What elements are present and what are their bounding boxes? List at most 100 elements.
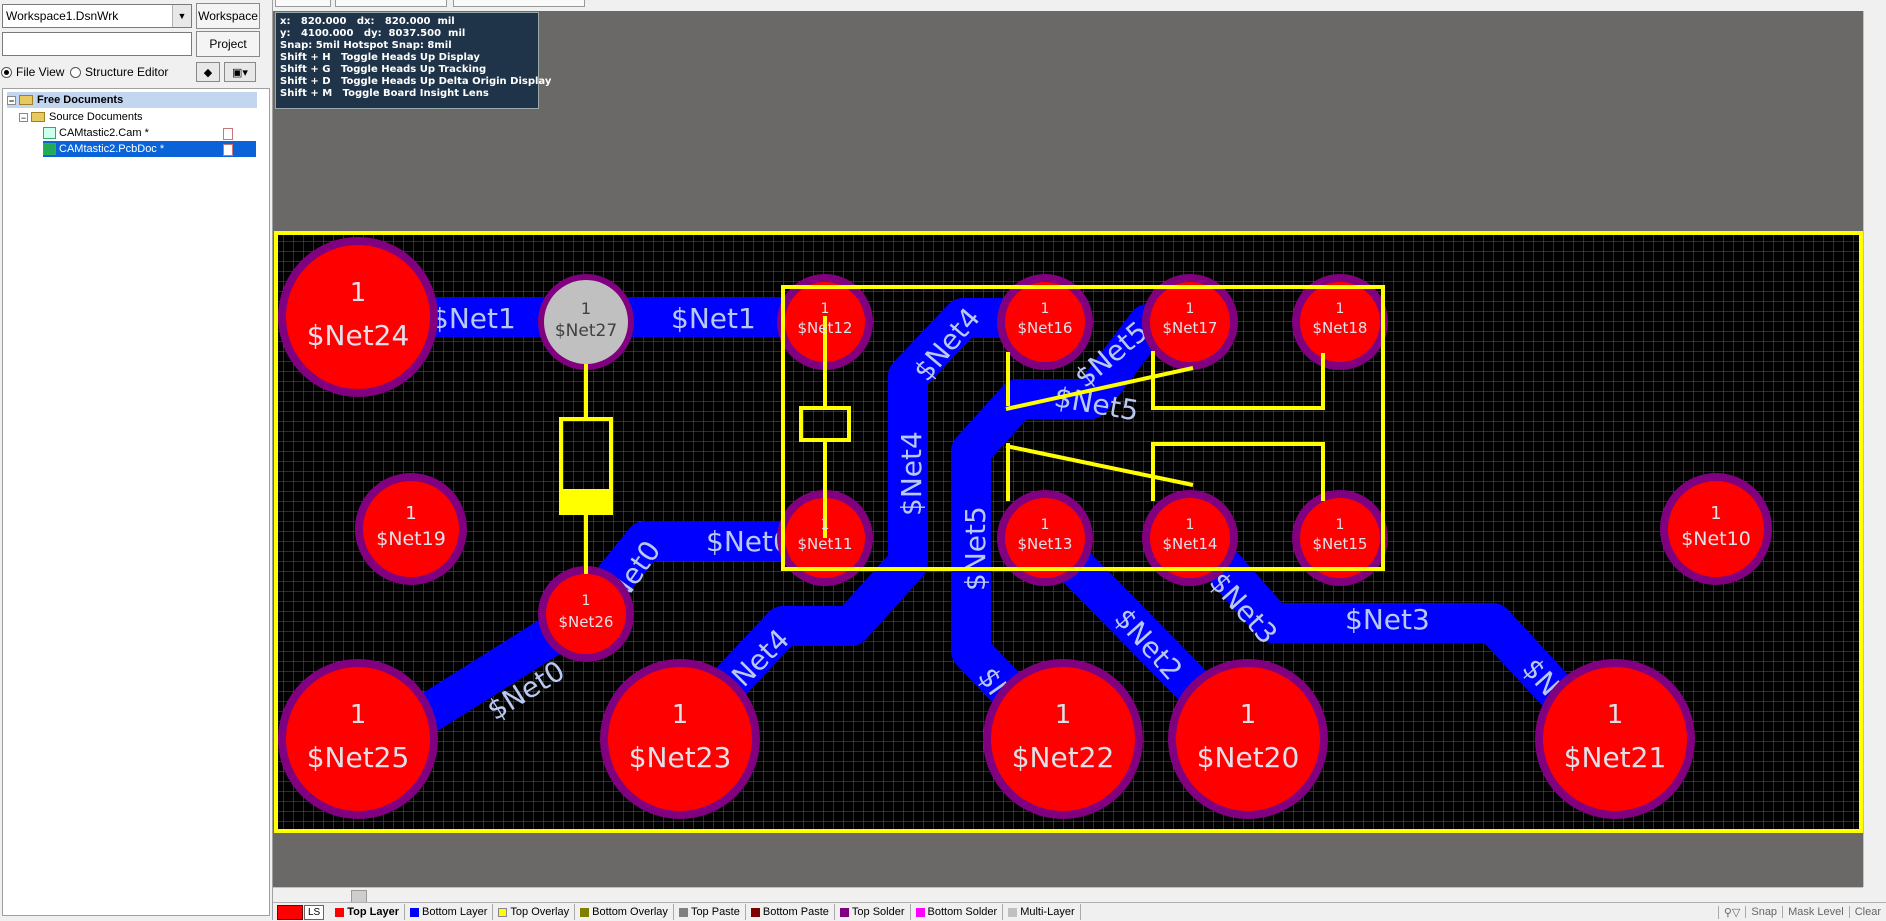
layer-tab-top-overlay[interactable]: Top Overlay bbox=[493, 904, 576, 920]
pad-net-label: $Net14 bbox=[1163, 535, 1218, 553]
layer-color-swatch bbox=[839, 907, 849, 917]
pad-net25[interactable] bbox=[286, 667, 430, 811]
pad-net27[interactable] bbox=[544, 280, 628, 364]
pad-pin-label: 1 bbox=[582, 593, 591, 609]
pad-net-label: $Net20 bbox=[1197, 741, 1300, 774]
tree-item-source-documents[interactable]: − Source Documents bbox=[19, 109, 143, 125]
pad-net-label: $Net21 bbox=[1564, 741, 1667, 774]
structure-editor-label: Structure Editor bbox=[85, 65, 169, 79]
heads-up-display: x: 820.000 dx: 820.000 mil y: 4100.000 d… bbox=[275, 12, 551, 109]
collapse-icon[interactable]: − bbox=[7, 95, 16, 106]
pad-pin-label: 1 bbox=[821, 517, 830, 533]
pad-net-label: $Net24 bbox=[307, 319, 410, 352]
file-view-label: File View bbox=[16, 65, 65, 79]
document-tab[interactable] bbox=[275, 0, 331, 7]
mask-level-button[interactable]: Mask Level bbox=[1782, 906, 1849, 918]
layer-color-swatch bbox=[915, 907, 925, 917]
pad-pin-label: 1 bbox=[1336, 517, 1345, 533]
collapse-icon[interactable]: − bbox=[19, 112, 28, 123]
layer-tab-top-paste[interactable]: Top Paste bbox=[674, 904, 746, 920]
pad-net13[interactable] bbox=[1005, 498, 1085, 578]
project-button[interactable]: Project bbox=[196, 31, 260, 57]
layer-tab-label: Top Paste bbox=[690, 906, 740, 918]
pad-net17[interactable] bbox=[1150, 282, 1230, 362]
pad-net-label: $Net27 bbox=[555, 321, 617, 341]
trace-label-net4-vertical: $Net4 bbox=[895, 431, 928, 516]
tree-item-cam-file[interactable]: CAMtastic2.Cam * bbox=[43, 125, 149, 141]
overlay-relay-outline bbox=[781, 285, 1385, 571]
layer-color-swatch bbox=[410, 907, 419, 917]
pad-net-label: $Net12 bbox=[798, 319, 853, 337]
tree-item-pcb-file[interactable]: CAMtastic2.PcbDoc * bbox=[43, 141, 256, 157]
layer-tab-label: Bottom Layer bbox=[422, 906, 488, 918]
layer-tab-bottom-layer[interactable]: Bottom Layer bbox=[405, 904, 494, 920]
document-tab[interactable] bbox=[453, 0, 585, 7]
layer-color-swatch bbox=[335, 907, 345, 917]
layer-tab-label: Bottom Solder bbox=[927, 906, 998, 918]
layer-tab-bottom-solder[interactable]: Bottom Solder bbox=[911, 904, 1004, 920]
pad-net-label: $Net22 bbox=[1012, 741, 1115, 774]
chevron-down-icon[interactable]: ▼ bbox=[172, 5, 191, 27]
pad-net22[interactable] bbox=[991, 667, 1135, 811]
layer-tab-top-solder[interactable]: Top Solder bbox=[835, 904, 911, 920]
pad-net19[interactable] bbox=[363, 481, 459, 577]
trace-label-net5-vertical: $Net5 bbox=[959, 506, 992, 591]
pad-net-label: $Net11 bbox=[798, 535, 853, 553]
pad-net21[interactable] bbox=[1543, 667, 1687, 811]
tree-label-pcb-file: CAMtastic2.PcbDoc * bbox=[59, 143, 165, 155]
workspace-button[interactable]: Workspace bbox=[196, 3, 260, 29]
layer-tab-bottom-paste[interactable]: Bottom Paste bbox=[746, 904, 835, 920]
folder-open-icon[interactable]: ▣▾ bbox=[224, 62, 256, 82]
document-tab[interactable] bbox=[335, 0, 447, 7]
layer-tab-multi-layer[interactable]: Multi-Layer bbox=[1003, 904, 1081, 920]
clear-button[interactable]: Clear bbox=[1848, 906, 1886, 918]
pads-layer bbox=[278, 237, 1772, 819]
layer-tab-label: Top Overlay bbox=[510, 906, 570, 918]
pad-net18[interactable] bbox=[1300, 282, 1380, 362]
pcb-document-icon bbox=[43, 143, 56, 155]
radio-unselected-icon[interactable] bbox=[70, 66, 81, 78]
layer-color-swatch bbox=[678, 907, 688, 917]
modified-flag-icon bbox=[223, 144, 233, 156]
horizontal-scrollbar[interactable] bbox=[273, 887, 1863, 903]
trace-net4[interactable] bbox=[655, 298, 1068, 761]
layers-icon[interactable]: ◆ bbox=[196, 62, 220, 82]
pcb-board-canvas[interactable]: $Net1 $Net1 $Net0 $Net0 $Net0 $Net4 $Net… bbox=[273, 11, 1863, 887]
pad-net-label: $Net10 bbox=[1681, 528, 1751, 550]
vertical-scrollbar[interactable] bbox=[1863, 11, 1886, 887]
pad-net14[interactable] bbox=[1150, 498, 1230, 578]
layer-color-swatch bbox=[1008, 907, 1018, 917]
pad-net15[interactable] bbox=[1300, 498, 1380, 578]
snap-button[interactable]: Snap bbox=[1745, 906, 1782, 918]
layer-tab-top-layer[interactable]: Top Layer bbox=[330, 904, 405, 920]
pad-pin-label: 1 bbox=[1607, 700, 1624, 730]
pad-net-label: $Net17 bbox=[1163, 319, 1218, 337]
structure-editor-radio[interactable]: Structure Editor bbox=[70, 65, 168, 79]
pad-net20[interactable] bbox=[1176, 667, 1320, 811]
layer-tab-bottom-overlay[interactable]: Bottom Overlay bbox=[575, 904, 674, 920]
workspace-combo[interactable]: Workspace1.DsnWrk ▼ bbox=[2, 4, 192, 28]
pad-net23[interactable] bbox=[608, 667, 752, 811]
layer-color-swatch bbox=[580, 907, 590, 917]
overlay-switch-blade-upper bbox=[1005, 366, 1194, 411]
filter-icon[interactable]: ⚲▽ bbox=[1717, 905, 1746, 919]
layer-set-button[interactable]: LS bbox=[304, 904, 325, 920]
overlay-coil-upper bbox=[1151, 351, 1325, 410]
pad-net10[interactable] bbox=[1668, 481, 1764, 577]
pad-net-label: $Net13 bbox=[1018, 535, 1073, 553]
radio-selected-icon[interactable] bbox=[1, 66, 12, 78]
pad-net-label: $Net15 bbox=[1313, 535, 1368, 553]
pad-net26[interactable] bbox=[546, 574, 626, 654]
file-view-radio[interactable]: File View bbox=[1, 65, 64, 79]
tree-label-source-documents: Source Documents bbox=[49, 111, 143, 123]
trace-net3[interactable] bbox=[1178, 518, 1611, 749]
layer-tab-label: Bottom Overlay bbox=[592, 906, 668, 918]
overlay-coil-lower bbox=[1151, 442, 1325, 501]
project-combo[interactable] bbox=[2, 32, 192, 56]
pad-pin-label: 1 bbox=[1041, 517, 1050, 533]
pad-net24[interactable] bbox=[286, 245, 430, 389]
pad-net16[interactable] bbox=[1005, 282, 1085, 362]
tree-item-free-documents[interactable]: − Free Documents bbox=[7, 92, 257, 108]
hud-y-readout: y: 4100.000 dy: 8037.500 mil bbox=[280, 28, 466, 39]
current-layer-color-swatch[interactable] bbox=[277, 904, 303, 920]
